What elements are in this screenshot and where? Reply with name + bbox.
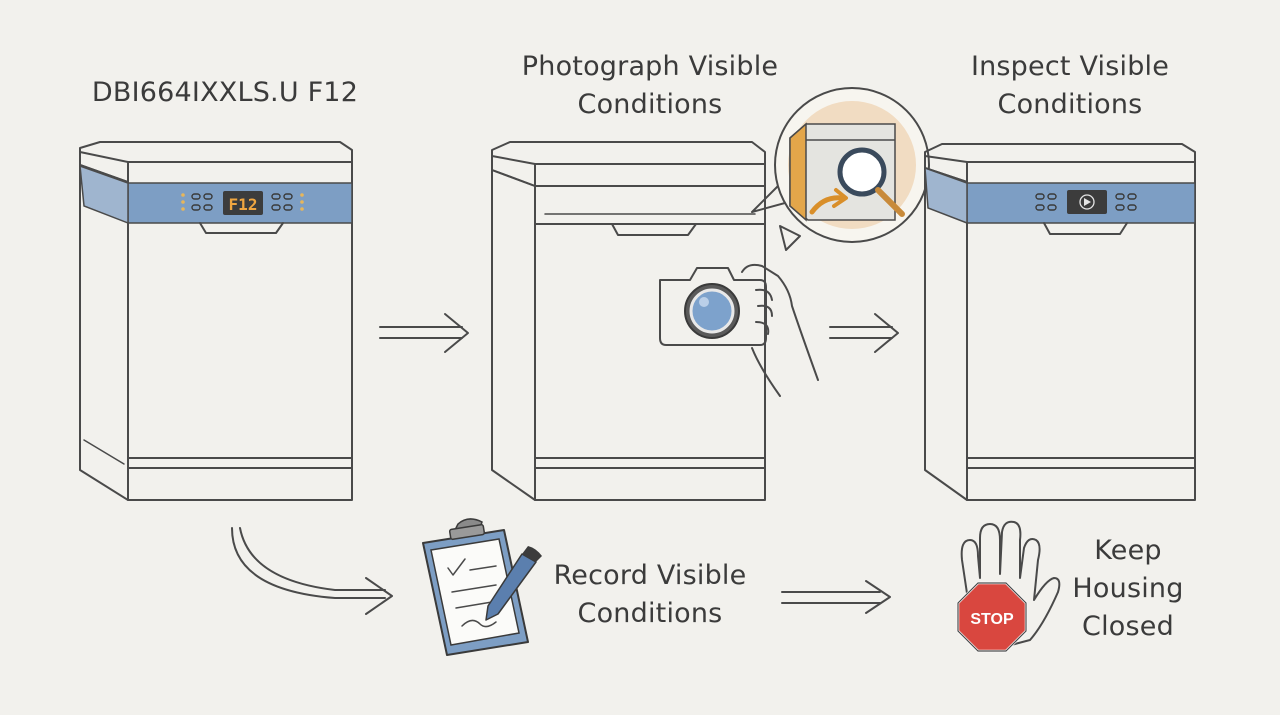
- arrow-3: [781, 580, 891, 614]
- keep-label-line-3: Closed: [1082, 611, 1174, 642]
- inspect-label: Inspect Visible Conditions: [930, 48, 1210, 124]
- stop-hand-icon: [956, 520, 1061, 653]
- keep-closed-label: Keep Housing Closed: [1058, 532, 1198, 646]
- clipboard-icon: [422, 518, 542, 656]
- inspect-label-line-1: Inspect Visible: [970, 51, 1170, 82]
- error-code-display: F12: [229, 195, 258, 214]
- hand-icon: [741, 263, 819, 397]
- inspect-label-line-2: Conditions: [997, 89, 1143, 120]
- arrow-2: [829, 313, 899, 353]
- dishwasher-inspected: [924, 143, 1196, 501]
- photograph-label: Photograph Visible Conditions: [495, 48, 805, 124]
- record-label-line-2: Conditions: [577, 598, 723, 629]
- record-label-line-1: Record Visible: [553, 560, 747, 591]
- magnifier-icon: [751, 87, 930, 251]
- model-number: DBI664IXXLS.U F12: [91, 77, 359, 108]
- stop-sign-text: STOP: [970, 611, 1014, 628]
- keep-label-line-2: Housing: [1072, 573, 1184, 604]
- dishwasher-error: [79, 141, 353, 501]
- arrow-curved: [231, 527, 393, 615]
- keep-label-line-1: Keep: [1094, 535, 1162, 566]
- photograph-label-line-1: Photograph Visible: [521, 51, 779, 82]
- camera-icon: [659, 267, 767, 346]
- arrow-1: [379, 313, 469, 353]
- model-label: DBI664IXXLS.U F12: [70, 74, 380, 112]
- dishwasher-photographed: [491, 141, 766, 501]
- record-label: Record Visible Conditions: [530, 557, 770, 633]
- photograph-label-line-2: Conditions: [577, 89, 723, 120]
